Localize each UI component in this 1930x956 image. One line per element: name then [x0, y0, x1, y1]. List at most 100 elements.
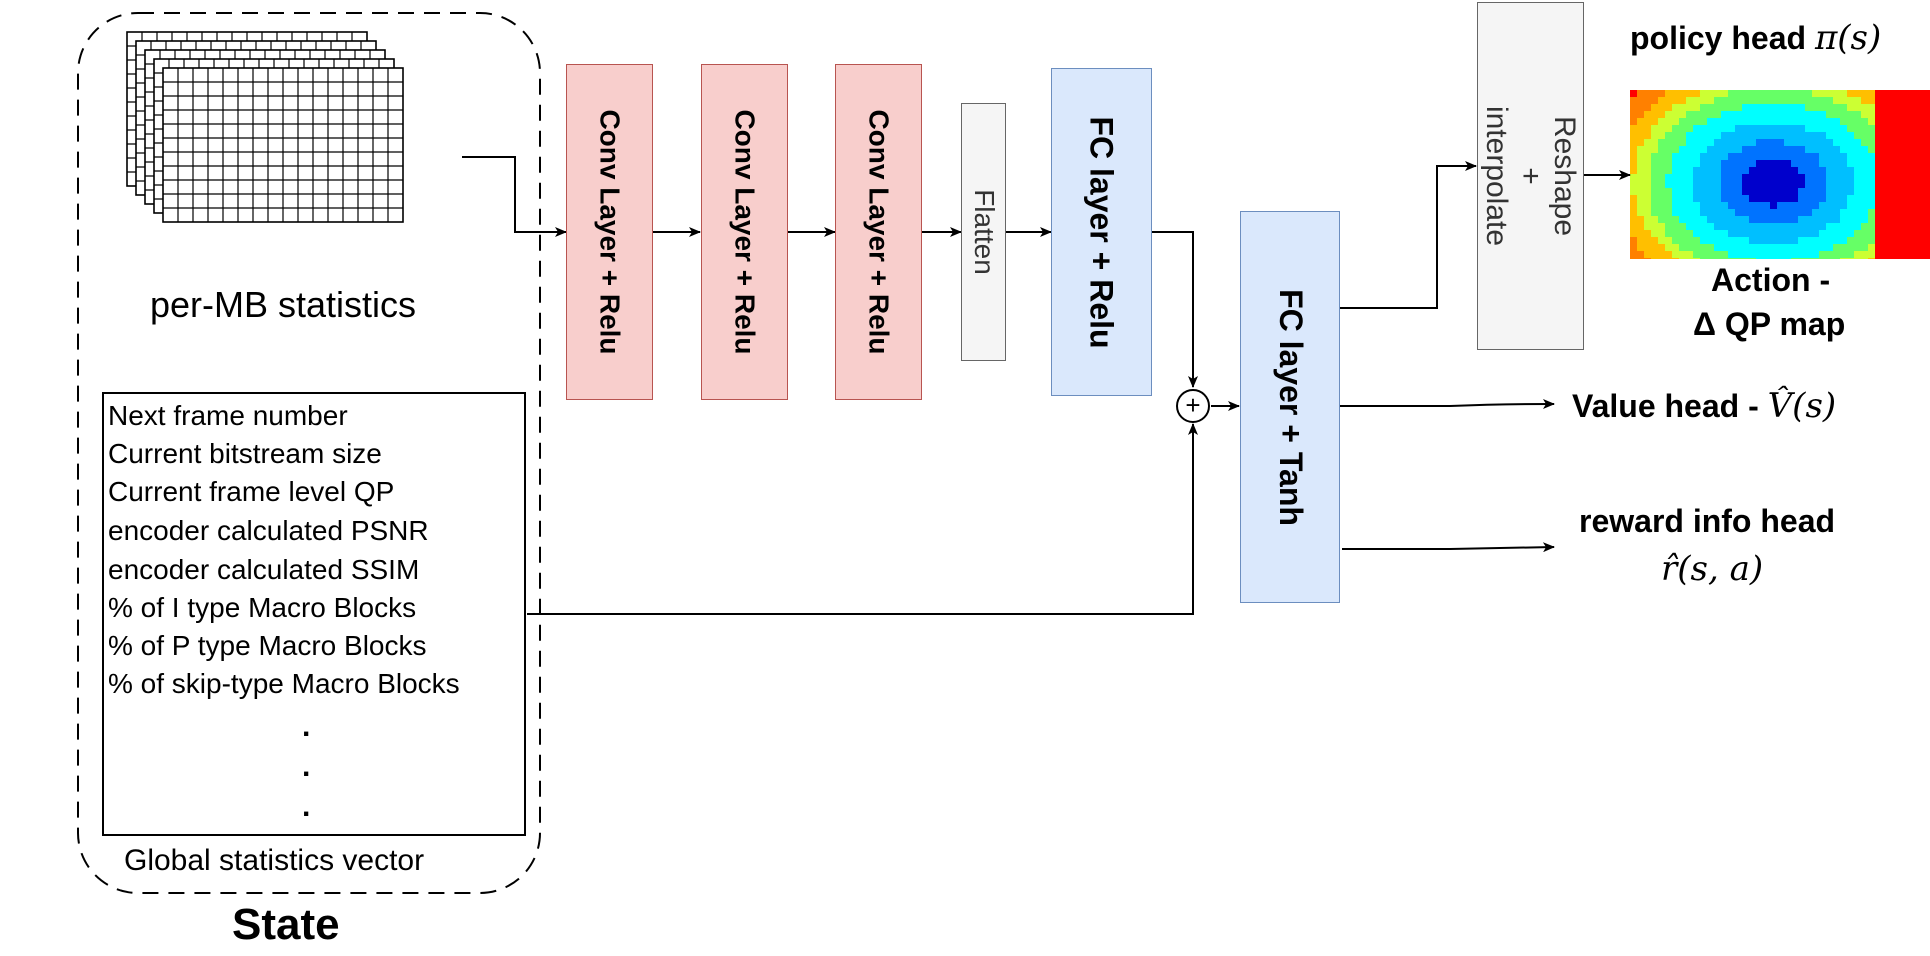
heatmap-cell: [1672, 160, 1679, 167]
heatmap-cell: [1728, 251, 1735, 258]
heatmap-cell: [1658, 174, 1665, 181]
heatmap-cell: [1728, 181, 1735, 188]
heatmap-cell: [1700, 195, 1707, 202]
heatmap-cell: [1637, 251, 1644, 258]
heatmap-cell: [1924, 90, 1930, 97]
heatmap-cell: [1875, 97, 1882, 104]
heatmap-cell: [1819, 237, 1826, 244]
heatmap-cell: [1903, 230, 1910, 237]
heatmap-cell: [1924, 223, 1930, 230]
heatmap-cell: [1630, 139, 1637, 146]
arrow-fc1-to-sum: [1152, 231, 1198, 388]
heatmap-cell: [1882, 125, 1889, 132]
heatmap-cell: [1728, 209, 1735, 216]
heatmap-cell: [1672, 146, 1679, 153]
heatmap-cell: [1658, 139, 1665, 146]
heatmap-cell: [1868, 132, 1875, 139]
heatmap-cell: [1644, 209, 1651, 216]
heatmap-cell: [1875, 223, 1882, 230]
heatmap-cell: [1924, 125, 1930, 132]
heatmap-cell: [1658, 118, 1665, 125]
heatmap-cell: [1714, 244, 1721, 251]
heatmap-cell: [1756, 230, 1763, 237]
heatmap-cell: [1686, 188, 1693, 195]
heatmap-cell: [1896, 244, 1903, 251]
heatmap-cell: [1791, 90, 1798, 97]
heatmap-cell: [1637, 230, 1644, 237]
heatmap-cell: [1672, 174, 1679, 181]
heatmap-cell: [1791, 195, 1798, 202]
heatmap-cell: [1889, 230, 1896, 237]
heatmap-cell: [1805, 209, 1812, 216]
heatmap-cell: [1700, 258, 1707, 259]
heatmap-cell: [1651, 167, 1658, 174]
heatmap-cell: [1672, 216, 1679, 223]
heatmap-cell: [1847, 160, 1854, 167]
heatmap-cell: [1875, 104, 1882, 111]
heatmap-cell: [1728, 125, 1735, 132]
heatmap-cell: [1812, 188, 1819, 195]
heatmap-cell: [1728, 195, 1735, 202]
policy-head-math: π(s): [1814, 18, 1882, 58]
heatmap-cell: [1658, 188, 1665, 195]
heatmap-cell: [1896, 118, 1903, 125]
heatmap-cell: [1917, 174, 1924, 181]
heatmap-cell: [1742, 188, 1749, 195]
heatmap-cell: [1721, 111, 1728, 118]
heatmap-cell: [1630, 146, 1637, 153]
heatmap-cell: [1735, 90, 1742, 97]
heatmap-cell: [1742, 167, 1749, 174]
heatmap-cell: [1630, 195, 1637, 202]
heatmap-cell: [1714, 132, 1721, 139]
heatmap-cell: [1903, 237, 1910, 244]
heatmap-cell: [1700, 216, 1707, 223]
heatmap-cell: [1882, 167, 1889, 174]
heatmap-cell: [1644, 181, 1651, 188]
heatmap-cell: [1910, 237, 1917, 244]
heatmap-cell: [1672, 118, 1679, 125]
heatmap-cell: [1861, 181, 1868, 188]
global-item-next-frame-number: Next frame number: [108, 400, 348, 431]
heatmap-cell: [1812, 258, 1819, 259]
heatmap-cell: [1854, 111, 1861, 118]
sum-node: [1176, 389, 1210, 423]
heatmap-cell: [1896, 223, 1903, 230]
heatmap-cell: [1896, 174, 1903, 181]
heatmap-cell: [1777, 111, 1784, 118]
heatmap-cell: [1658, 216, 1665, 223]
heatmap-cell: [1903, 258, 1910, 259]
heatmap-cell: [1847, 202, 1854, 209]
heatmap-cell: [1819, 104, 1826, 111]
heatmap-cell: [1924, 202, 1930, 209]
heatmap-cell: [1728, 167, 1735, 174]
heatmap-cell: [1854, 139, 1861, 146]
arrow-fc2-to-value-head: [1340, 399, 1555, 410]
heatmap-cell: [1742, 97, 1749, 104]
heatmap-cell: [1742, 111, 1749, 118]
heatmap-cell: [1889, 188, 1896, 195]
heatmap-cell: [1721, 181, 1728, 188]
heatmap-cell: [1763, 202, 1770, 209]
heatmap-cell: [1833, 174, 1840, 181]
heatmap-cell: [1693, 153, 1700, 160]
heatmap-cell: [1721, 146, 1728, 153]
heatmap-cell: [1798, 195, 1805, 202]
heatmap-cell: [1707, 181, 1714, 188]
heatmap-cell: [1798, 132, 1805, 139]
heatmap-cell: [1749, 153, 1756, 160]
heatmap-cell: [1700, 111, 1707, 118]
heatmap-cell: [1644, 258, 1651, 259]
heatmap-cell: [1777, 160, 1784, 167]
heatmap-cell: [1868, 258, 1875, 259]
global-item-p-type-mb: % of P type Macro Blocks: [108, 630, 427, 661]
heatmap-cell: [1728, 132, 1735, 139]
heatmap-cell: [1903, 104, 1910, 111]
heatmap-cell: [1756, 132, 1763, 139]
fc-relu-label: FC layer + Relu: [1084, 115, 1120, 349]
heatmap-cell: [1868, 146, 1875, 153]
heatmap-cell: [1756, 174, 1763, 181]
heatmap-cell: [1735, 146, 1742, 153]
heatmap-cell: [1910, 125, 1917, 132]
heatmap-cell: [1637, 146, 1644, 153]
reward-head-label: reward info head: [1579, 503, 1836, 539]
